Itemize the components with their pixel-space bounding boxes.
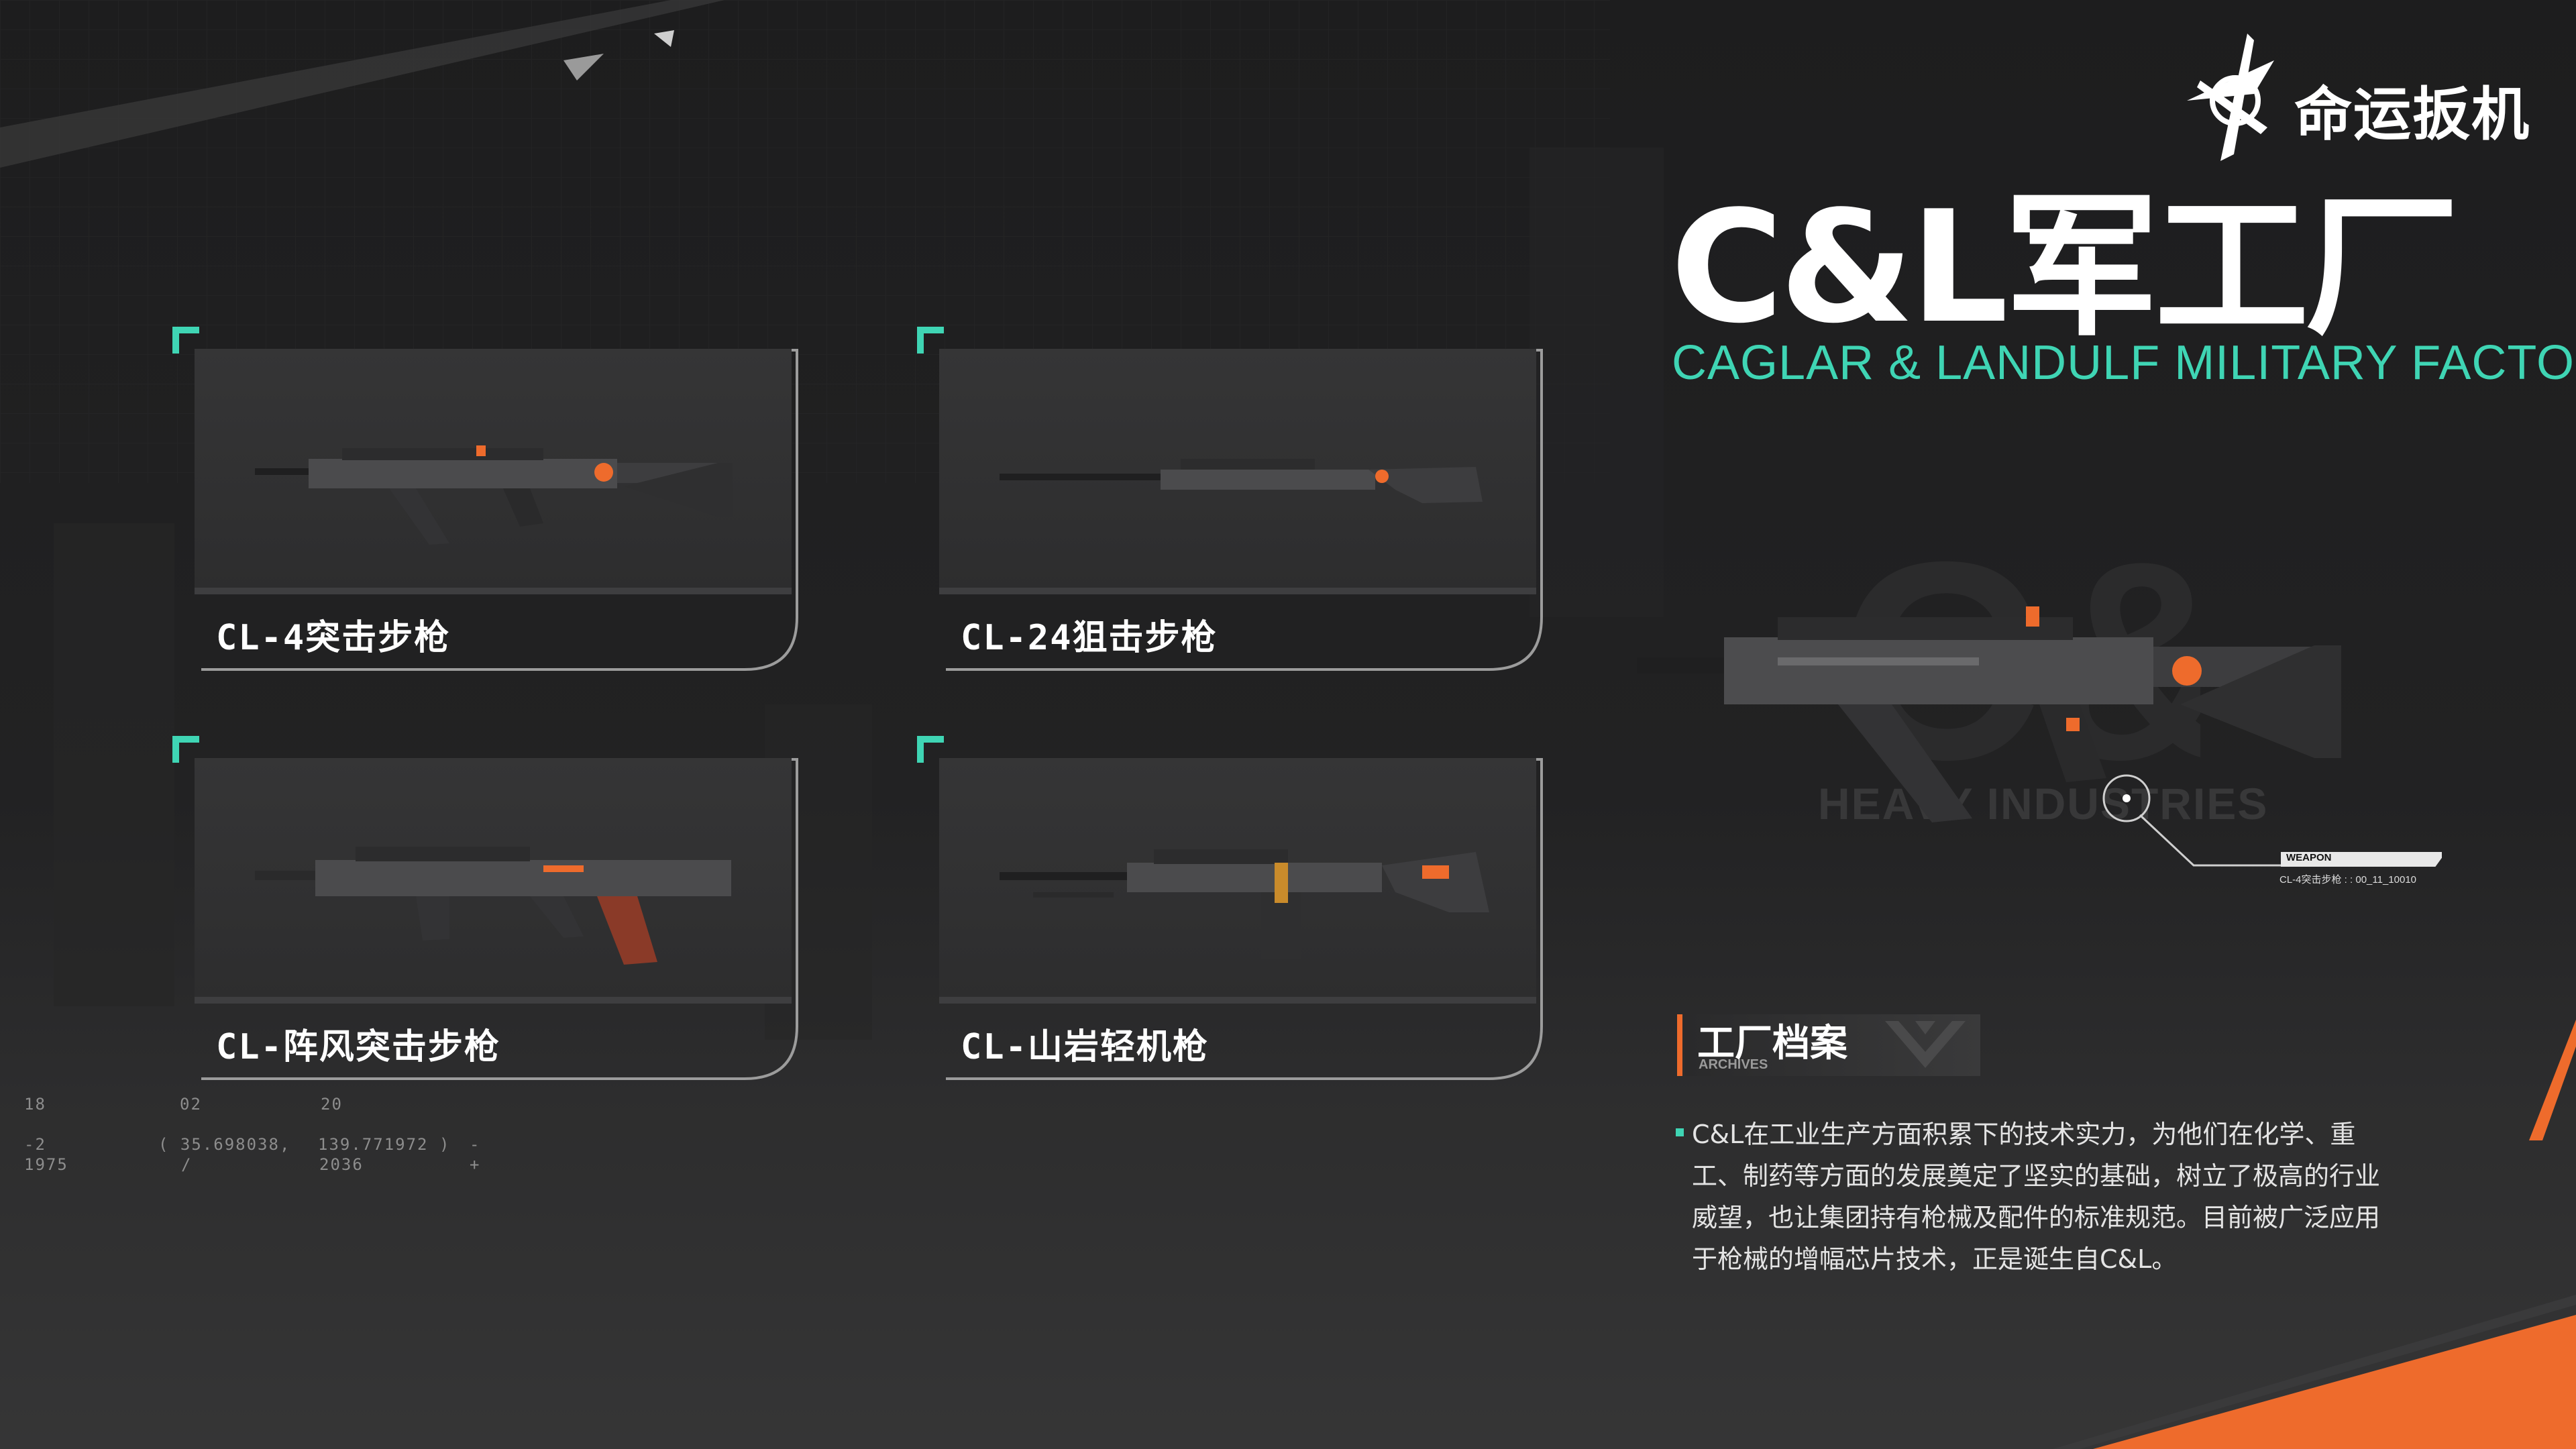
logo-text: 命运扳机 [2294,81,2530,148]
coord-value-3: - [470,1135,481,1154]
page-subtitle: CAGLAR & LANDULF MILITARY FACTORY [1672,336,2576,390]
weapon-card-cl4[interactable]: CL-4突击步枪 [172,327,798,678]
archives-description: C&L在工业生产方面积累下的技术实力，为他们在化学、重工、制药等方面的发展奠定了… [1692,1120,2381,1274]
card-frame [195,349,798,671]
card-underbar [195,588,792,594]
weapon-tag-label: WEAPON [2286,852,2332,863]
archives-subtitle: ARCHIVES [1699,1057,1768,1072]
coord-top-3: 20 [321,1095,343,1114]
weapon-card-rock[interactable]: CL-山岩轻机枪 [917,736,1543,1087]
weapon-card-gale[interactable]: CL-阵风突击步枪 [172,736,798,1087]
card-frame [195,758,798,1080]
weapon-name: CL-4突击步枪 [216,618,451,658]
coord-top-1: 18 [24,1095,46,1114]
card-underbar [939,997,1536,1004]
weapon-tag [2281,852,2442,867]
weapon-name: CL-阵风突击步枪 [216,1027,500,1067]
logo-emblem-icon [2187,34,2274,161]
featured-assault-rifle-icon [1637,606,2341,822]
archives-emblem-icon [1885,1021,1966,1068]
weapon-name: CL-24狙击步枪 [961,618,1218,658]
corner-bracket-icon [917,327,944,354]
coord-left-2: 1975 [24,1155,68,1174]
corner-bracket-icon [917,736,944,763]
corner-bracket-icon [172,327,199,354]
coord-top-2: 02 [180,1095,202,1114]
page-title: C&L军工厂 [1670,178,2459,358]
weapon-card-cl24[interactable]: CL-24狙击步枪 [917,327,1543,678]
bullet-icon [1676,1128,1684,1136]
archives-accent-bar [1677,1014,1682,1076]
coord-bottom-1: / [181,1155,193,1174]
card-frame [939,758,1543,1080]
archives-title: 工厂档案 [1697,1022,1847,1065]
coord-value-1: ( 35.698038, [158,1135,291,1154]
weapon-callout-line [2102,774,2281,867]
bullpup-rifle-icon [255,847,731,965]
coord-bottom-3: + [470,1155,481,1174]
weapon-tag-code: CL-4突击步枪 : : 00_11_10010 [2279,874,2417,885]
card-underbar [939,588,1536,594]
heavy-industries-watermark: HEAVY INDUSTRIES [1818,779,2269,828]
card-underbar [195,997,792,1004]
coord-value-2: 139.771972 ) [318,1135,451,1154]
coord-left-1: -2 [24,1135,46,1154]
corner-bracket-icon [172,736,199,763]
card-frame [939,349,1543,671]
assault-rifle-icon [255,445,733,545]
light-machine-gun-icon [1000,849,1489,959]
coord-bottom-2: 2036 [319,1155,364,1174]
weapon-name: CL-山岩轻机枪 [961,1027,1209,1067]
game-logo: 命运扳机 [2174,20,2536,168]
sniper-rifle-icon [1000,459,1483,503]
